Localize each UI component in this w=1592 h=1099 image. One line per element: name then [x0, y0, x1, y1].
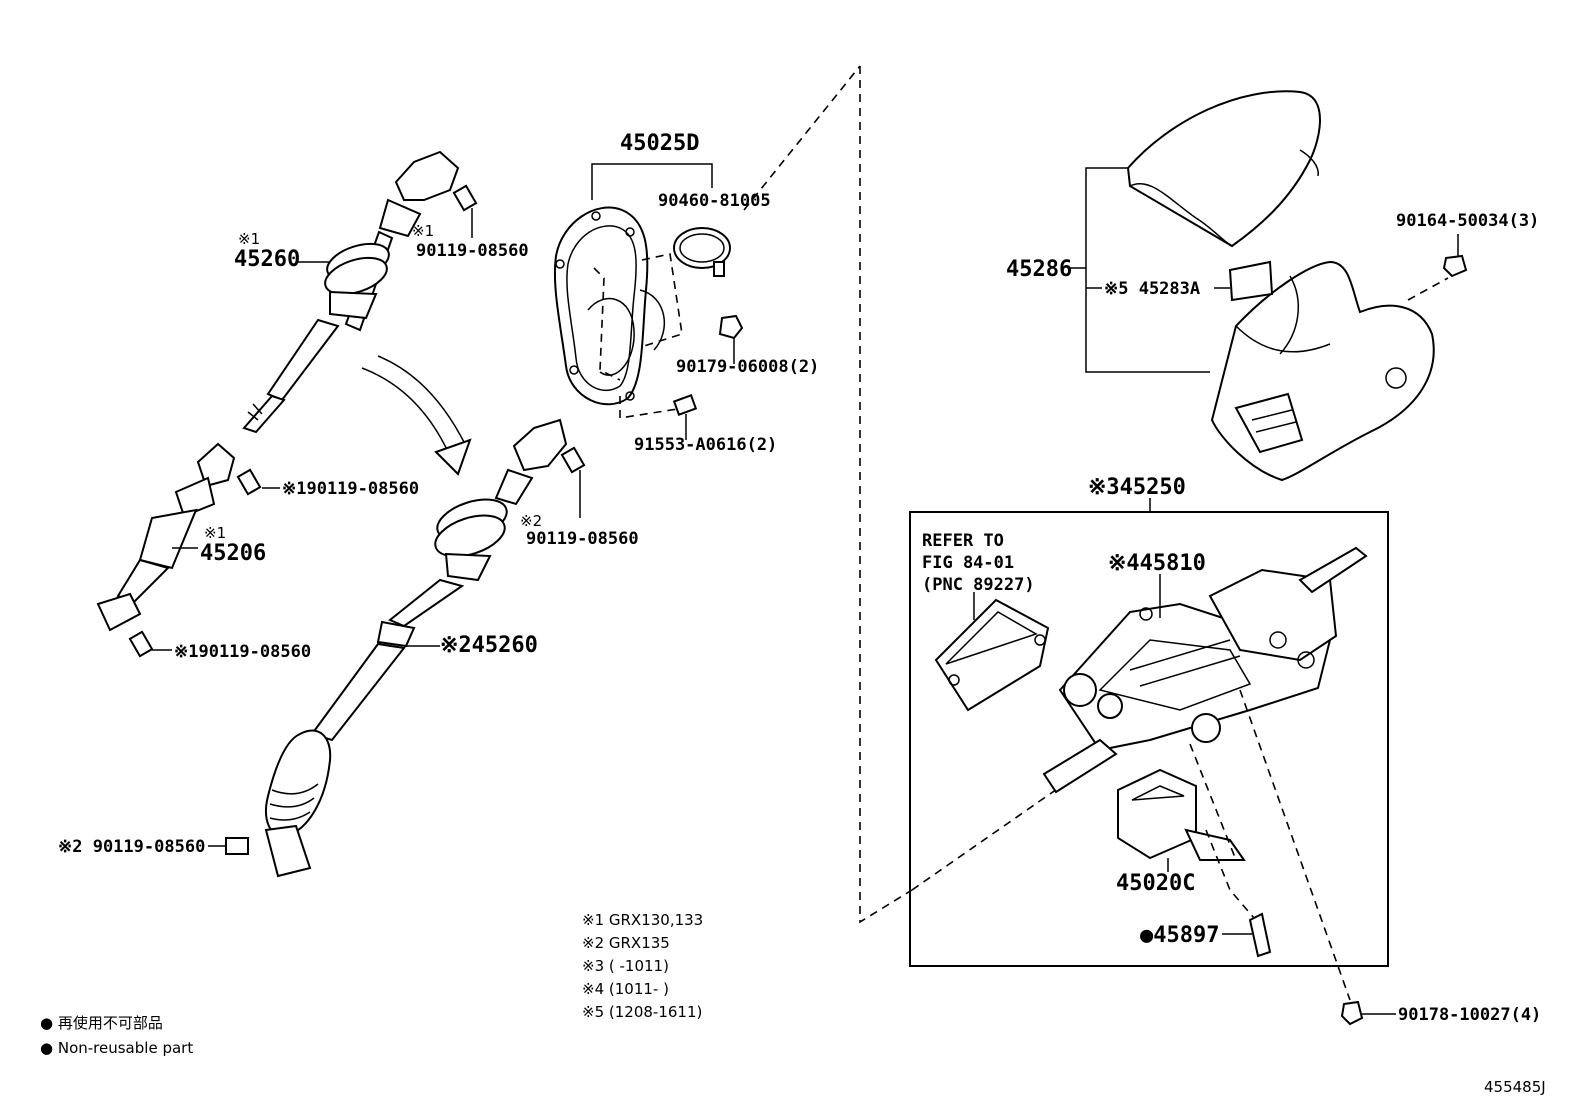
clamp-90460 [673, 227, 731, 277]
bolt-90119-d [560, 446, 586, 518]
bolt-91553 [672, 394, 698, 440]
steering-column-45810 [1042, 546, 1368, 794]
label-90119-d: 90119-08560 [526, 529, 639, 549]
refer-text-1: REFER TO [922, 531, 1004, 551]
label-90119-a-mark: ※1 [412, 222, 434, 240]
label-45283a [1228, 260, 1274, 302]
refer-text-3: (PNC 89227) [922, 575, 1035, 595]
label-45260-low: ※245260 [440, 633, 538, 658]
hole-cover-45025d [553, 163, 713, 419]
tamper-bolt-45897 [1205, 829, 1272, 958]
bolt-90119-upper-a [452, 184, 478, 238]
universal-joint-45206 [96, 442, 236, 632]
intermediate-shaft-lower [264, 418, 568, 878]
figure-id: 455485J [1484, 1078, 1546, 1096]
label-45206: 45206 [200, 541, 266, 566]
nut-90178 [1340, 1000, 1396, 1026]
note-4: ※4 (1011- ) [582, 980, 669, 998]
note-5: ※5 (1208-1611) [582, 1003, 702, 1021]
assembly-box-45250 [909, 511, 1389, 967]
computer-bracket [934, 592, 1050, 712]
bolt-90119-c [128, 630, 172, 658]
label-90164: 90164-50034(3) [1396, 211, 1539, 231]
intermediate-shaft-upper [242, 150, 460, 434]
column-cover-lower [1210, 260, 1449, 482]
label-45286: 45286 [1006, 257, 1072, 282]
refer-text-2: FIG 84-01 [922, 553, 1014, 573]
label-90179: 90179-06008(2) [676, 357, 819, 377]
dashed-connector-main [859, 66, 913, 924]
note-2: ※2 GRX135 [582, 934, 670, 952]
bracket-45286 [1085, 167, 1210, 373]
direction-arrow [361, 355, 472, 476]
label-45260-top: 45260 [234, 247, 300, 272]
label-45250: ※345250 [1088, 475, 1186, 500]
label-91553: 91553-A0616(2) [634, 435, 777, 455]
label-90119-e: ※2 90119-08560 [58, 837, 205, 857]
label-45025d: 45025D [620, 131, 699, 156]
legend-jp: ● 再使用不可部品 [40, 1014, 163, 1032]
label-45020c: 45020C [1116, 871, 1195, 896]
column-cover-upper [1126, 90, 1321, 248]
label-45206-mark: ※1 [204, 524, 226, 542]
bolt-90119-b [236, 468, 280, 496]
screw-90164 [1442, 234, 1468, 278]
label-45283a: ※5 45283A [1104, 279, 1200, 299]
label-45897: ●45897 [1140, 923, 1219, 948]
label-90119-d-mark: ※2 [520, 512, 542, 530]
bolt-90119-e [208, 837, 249, 855]
note-1: ※1 GRX130,133 [582, 911, 703, 929]
label-45810: ※445810 [1108, 551, 1206, 576]
label-90178: 90178-10027(4) [1398, 1005, 1541, 1025]
dashed-connector-upper [743, 65, 861, 211]
label-45260-top-mark: ※1 [238, 230, 260, 248]
lock-housing-45020c [1117, 743, 1246, 872]
nut-90179 [718, 314, 744, 364]
note-3: ※3 ( -1011) [582, 957, 669, 975]
label-90119-c: ※190119-08560 [174, 642, 311, 662]
label-90460: 90460-81005 [658, 191, 771, 211]
label-90119-b: ※190119-08560 [282, 479, 419, 499]
legend-en: ● Non-reusable part [40, 1039, 193, 1057]
label-90119-a: 90119-08560 [416, 241, 529, 261]
dashed-connector-lower [911, 779, 1071, 891]
